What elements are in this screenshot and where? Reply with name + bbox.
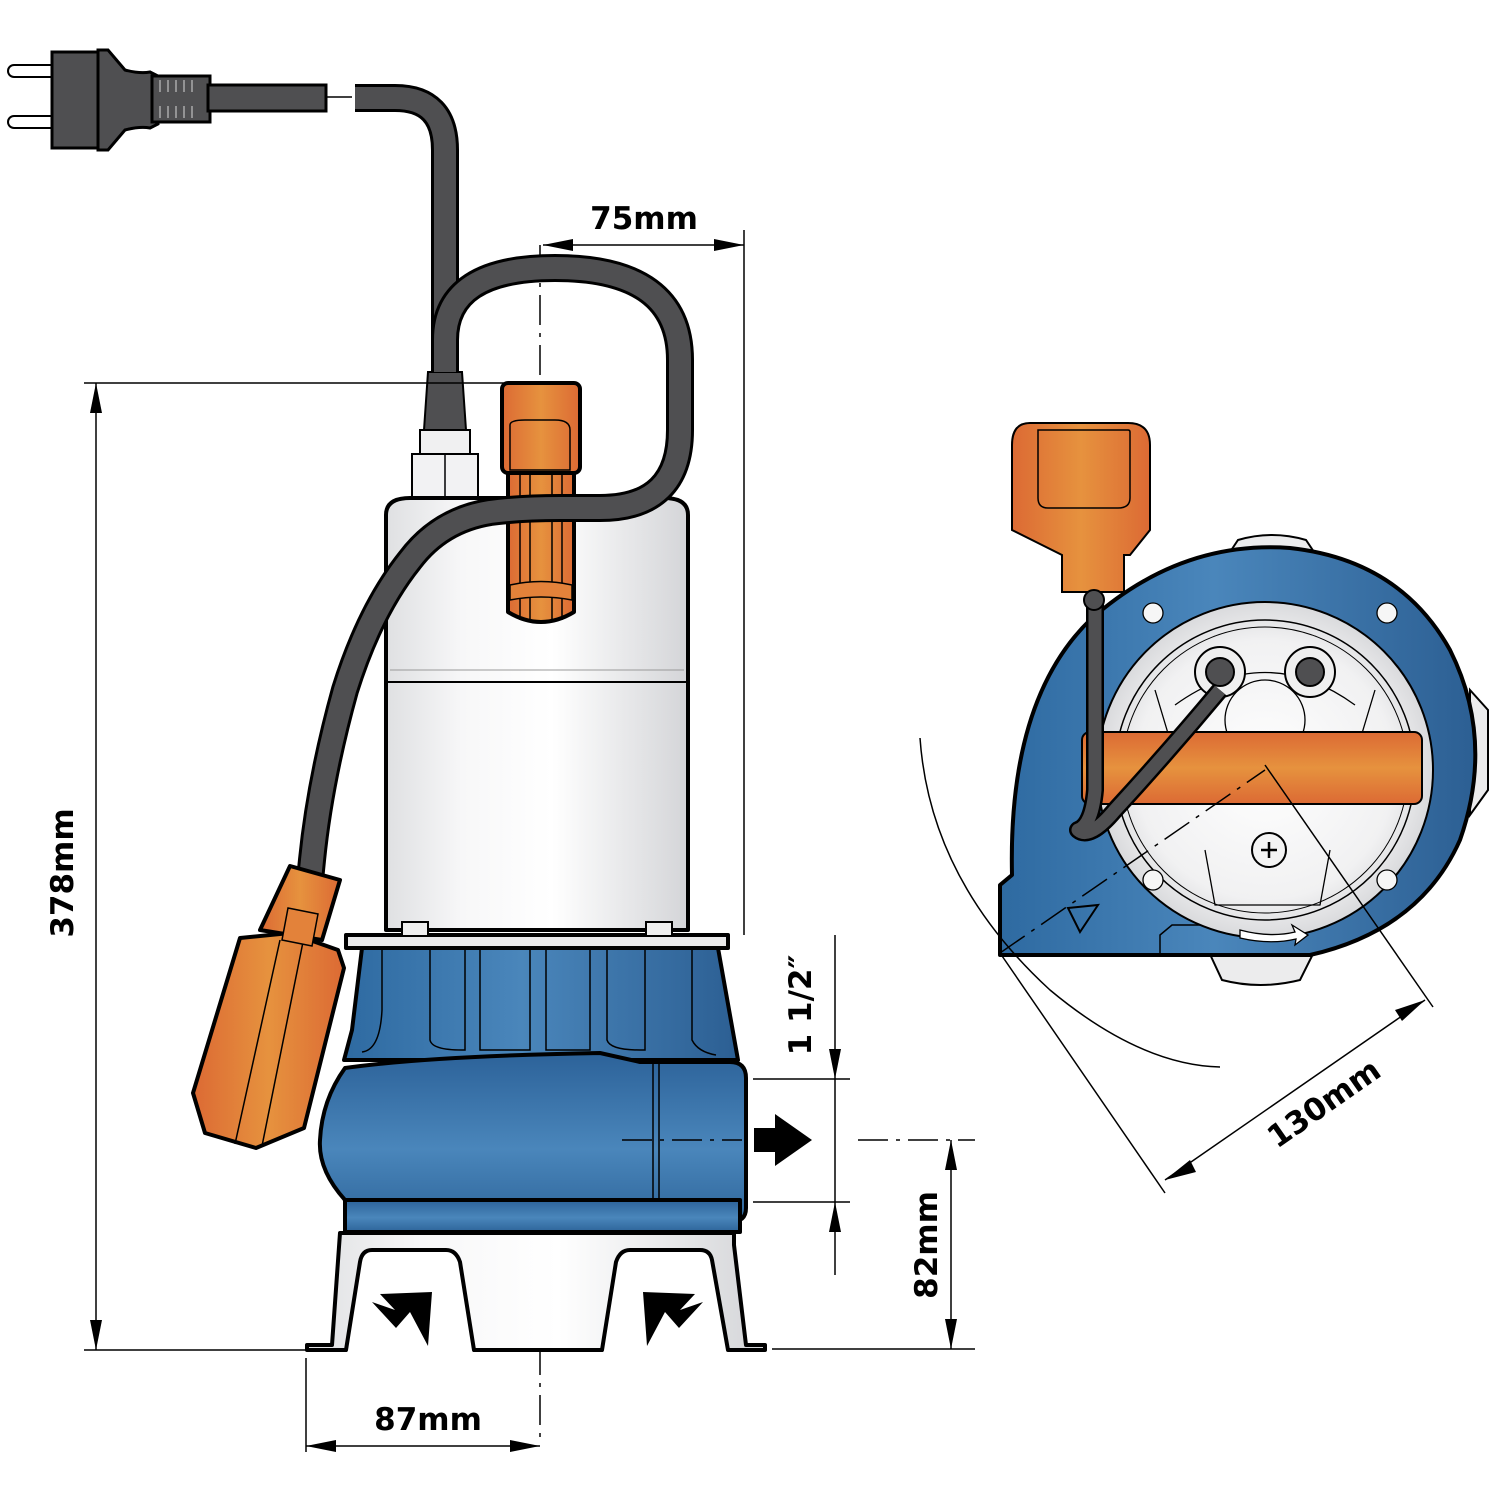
pump-body-upper xyxy=(342,946,740,1062)
cable-segment xyxy=(206,83,328,113)
dimension-82mm xyxy=(772,1139,975,1350)
label-130mm: 130mm xyxy=(1261,1052,1388,1156)
triangle-mark-icon xyxy=(1066,903,1101,934)
plug-grip xyxy=(150,74,212,124)
label-75mm: 75mm xyxy=(590,201,698,237)
dimension-130mm xyxy=(919,737,1434,1194)
bolt xyxy=(1142,869,1164,891)
outlet-arrow xyxy=(754,1114,812,1166)
power-plug xyxy=(7,48,352,152)
dimension-outlet-size xyxy=(753,935,850,1275)
housing-flange xyxy=(344,933,730,950)
top-view: 130mm xyxy=(919,422,1489,1194)
pump-stand xyxy=(305,1231,767,1352)
lug-bottom xyxy=(1206,949,1317,986)
bolt xyxy=(1142,602,1164,624)
float-switch-side xyxy=(191,864,346,1150)
cable-gland xyxy=(411,371,479,501)
dimension-378mm xyxy=(84,382,505,1351)
dimension-87mm xyxy=(305,1358,540,1452)
label-82mm: 82mm xyxy=(909,1191,945,1299)
label-outlet-size: 1 1/2″ xyxy=(783,955,819,1056)
side-view: 75mm 378mm 1 1/2″ 82mm xyxy=(7,48,975,1452)
dimension-75mm xyxy=(543,230,745,935)
bolt xyxy=(1376,602,1398,624)
top-float-cable xyxy=(1071,603,1225,839)
label-378mm: 378mm xyxy=(45,808,81,937)
bolt xyxy=(1376,869,1398,891)
inlet-arrow-right xyxy=(643,1292,703,1346)
inlet-arrow-left xyxy=(372,1292,432,1346)
plug-body xyxy=(50,50,100,150)
rotation-arrow-icon xyxy=(1239,923,1310,947)
label-87mm: 87mm xyxy=(374,1402,482,1438)
